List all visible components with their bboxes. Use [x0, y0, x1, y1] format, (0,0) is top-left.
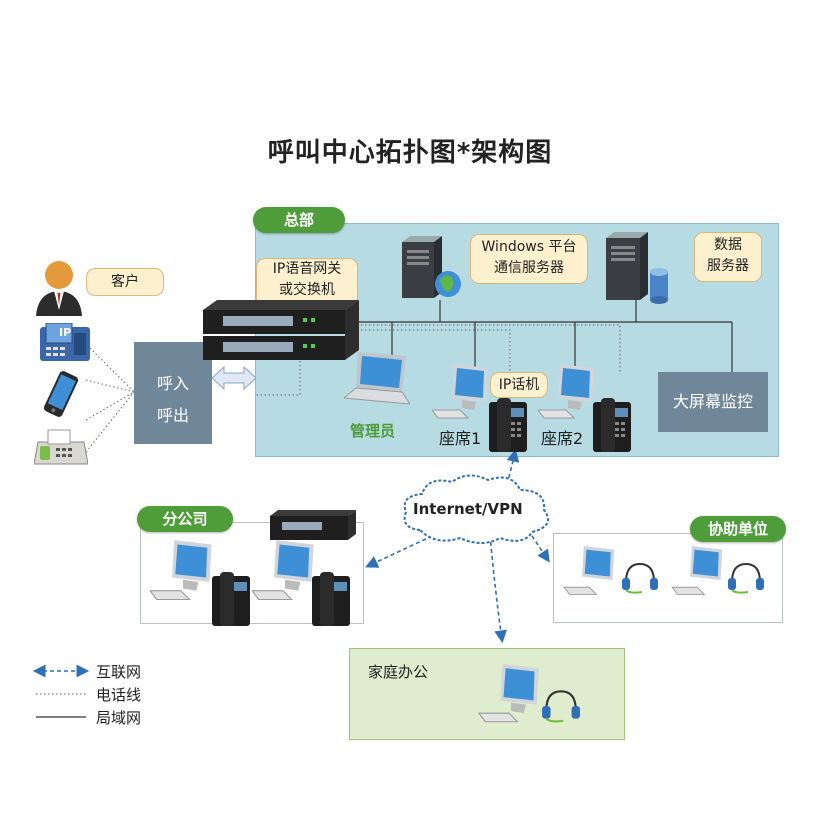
gateway-device-icon [203, 300, 359, 366]
admin-label: 管理员 [350, 422, 396, 440]
comm-server-label-line2: 通信服务器 [494, 260, 564, 276]
seat2-label: 座席2 [541, 429, 584, 448]
customer-callout: 客户 [86, 268, 164, 296]
home-computer-icon [476, 664, 546, 730]
comm-server-label-line1: Windows 平台 [481, 239, 577, 255]
big-screen-box: 大屏幕监控 [658, 372, 768, 432]
branch-phone1-icon [212, 572, 252, 630]
gateway-callout: IP语音网关 或交换机 [256, 258, 358, 306]
lan-lines [328, 300, 733, 372]
branch-phone2-icon [312, 572, 352, 630]
data-server-callout: 数据 服务器 [694, 232, 762, 282]
legend-internet-text: 互联网 [96, 663, 142, 681]
double-arrow-icon [211, 365, 257, 394]
seat1-phone-icon [489, 398, 529, 456]
data-server-icon [606, 232, 670, 308]
diagram-title: 呼叫中心拓扑图*架构图 [267, 138, 553, 168]
comm-server-callout: Windows 平台 通信服务器 [470, 234, 588, 284]
legend-lan-label: 局域网 [96, 707, 141, 728]
home-region [349, 648, 625, 740]
home-label: 家庭办公 [368, 663, 429, 681]
branch-gateway-icon [270, 510, 356, 546]
home-headset-icon [540, 688, 580, 728]
assist-headset1-icon [620, 562, 658, 598]
gateway-label-line1: IP语音网关 [272, 261, 342, 277]
ip-badge: IP [59, 326, 72, 339]
branch-computer2-icon [250, 540, 318, 608]
admin-laptop-icon [342, 352, 411, 416]
fax-phone-icon [33, 428, 89, 472]
ip-desk-phone-icon [40, 322, 90, 365]
assist-computer1-icon [560, 546, 622, 602]
data-server-label-line1: 数据 [714, 237, 742, 253]
mobile-phone-icon [42, 370, 80, 422]
ip-phone-callout: IP话机 [490, 372, 548, 398]
data-server-label-line2: 服务器 [707, 258, 749, 274]
internet-cloud-icon [396, 470, 556, 550]
assist-headset2-icon [726, 562, 764, 598]
outbound-label: 呼出 [156, 406, 189, 425]
legend-internet-label: 互联网 [96, 661, 141, 682]
phone-lines [85, 324, 621, 560]
legend-phone-line-text: 电话线 [96, 686, 142, 704]
assist-computer2-icon [668, 546, 730, 602]
assist-label: 协助单位 [690, 516, 786, 542]
gateway-label-line2: 或交换机 [279, 282, 335, 298]
seat2-phone-icon [593, 398, 633, 456]
seat1-computer-icon [431, 364, 492, 426]
hq-label: 总部 [253, 207, 345, 233]
legend-phone-line-label: 电话线 [96, 684, 141, 705]
branch-label: 分公司 [137, 506, 233, 532]
customer-person-icon [34, 258, 84, 320]
seat2-computer-icon [537, 364, 598, 426]
inbound-outbound-box: 呼入 呼出 [134, 342, 212, 444]
legend-lan-text: 局域网 [96, 709, 142, 727]
comm-server-icon [402, 236, 464, 306]
cloud-label: Internet/VPN [413, 500, 523, 518]
seat1-label: 座席1 [439, 429, 482, 448]
inbound-label: 呼入 [156, 374, 189, 393]
branch-computer1-icon [148, 540, 216, 608]
